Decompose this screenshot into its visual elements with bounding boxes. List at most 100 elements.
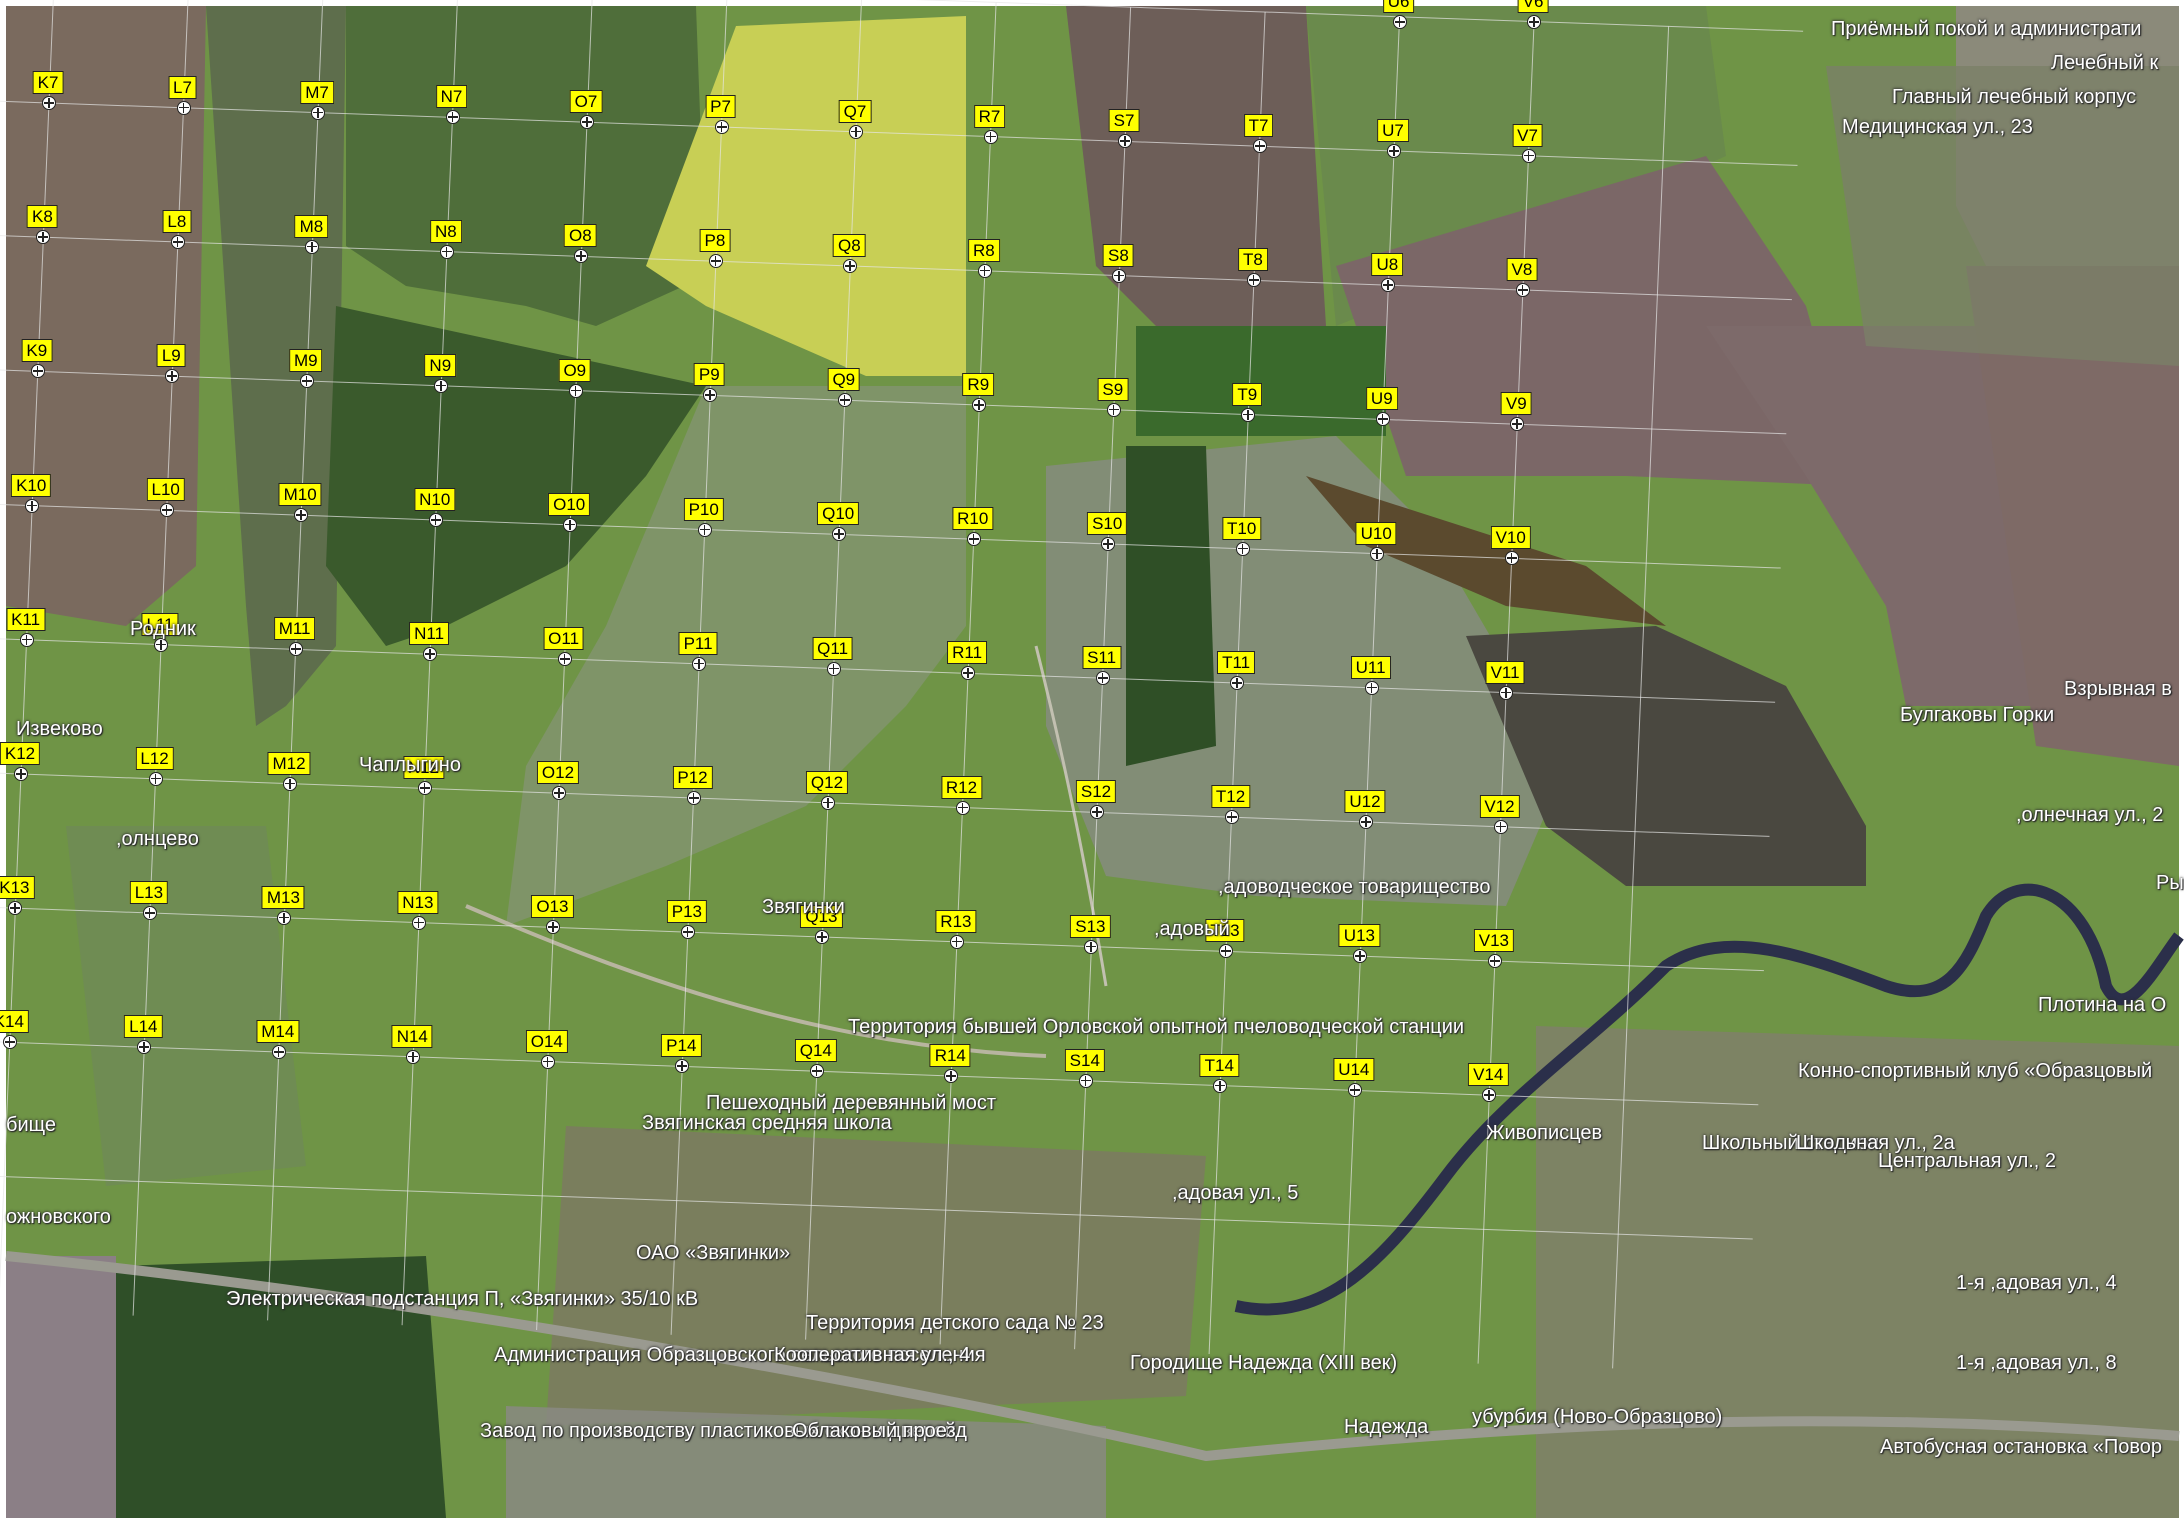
grid-marker-icon[interactable] bbox=[1101, 537, 1116, 551]
grid-marker-icon[interactable] bbox=[1118, 134, 1132, 149]
grid-marker-icon[interactable] bbox=[299, 374, 314, 388]
grid-marker-icon[interactable] bbox=[961, 666, 976, 681]
grid-marker-icon[interactable] bbox=[1106, 402, 1121, 417]
grid-marker-icon[interactable] bbox=[1364, 680, 1379, 695]
grid-marker-icon[interactable] bbox=[966, 532, 981, 547]
grid-marker-icon[interactable] bbox=[1353, 949, 1368, 964]
grid-marker-icon[interactable] bbox=[1515, 283, 1530, 297]
grid-marker-icon[interactable] bbox=[1224, 810, 1239, 825]
grid-marker-icon[interactable] bbox=[557, 652, 572, 666]
grid-marker-icon[interactable] bbox=[14, 767, 28, 781]
grid-marker-icon[interactable] bbox=[170, 235, 185, 249]
grid-marker-icon[interactable] bbox=[1084, 939, 1099, 954]
grid-marker-icon[interactable] bbox=[832, 527, 847, 542]
grid-marker-icon[interactable] bbox=[42, 96, 56, 110]
grid-marker-icon[interactable] bbox=[1375, 412, 1390, 427]
grid-marker-icon[interactable] bbox=[675, 1059, 690, 1074]
grid-marker-icon[interactable] bbox=[2, 1035, 17, 1050]
grid-marker-icon[interactable] bbox=[19, 632, 34, 647]
grid-marker-icon[interactable] bbox=[294, 508, 309, 523]
grid-marker-icon[interactable] bbox=[1504, 551, 1519, 566]
grid-marker-icon[interactable] bbox=[815, 930, 830, 944]
grid-marker-icon[interactable] bbox=[417, 781, 432, 796]
grid-marker-icon[interactable] bbox=[25, 498, 40, 513]
grid-marker-icon[interactable] bbox=[1482, 1088, 1497, 1103]
grid-marker-icon[interactable] bbox=[434, 378, 449, 393]
grid-marker-icon[interactable] bbox=[843, 259, 858, 273]
grid-marker-icon[interactable] bbox=[686, 791, 701, 805]
grid-cell-label-k9: K9 bbox=[21, 339, 53, 363]
grid-marker-icon[interactable] bbox=[821, 795, 835, 810]
grid-marker-icon[interactable] bbox=[703, 388, 718, 403]
grid-marker-icon[interactable] bbox=[1387, 144, 1401, 158]
grid-marker-icon[interactable] bbox=[423, 647, 438, 662]
grid-marker-icon[interactable] bbox=[1347, 1083, 1362, 1098]
grid-marker-icon[interactable] bbox=[580, 115, 594, 130]
grid-marker-icon[interactable] bbox=[1112, 268, 1127, 283]
grid-marker-icon[interactable] bbox=[154, 637, 169, 652]
grid-marker-icon[interactable] bbox=[271, 1045, 286, 1059]
grid-marker-icon[interactable] bbox=[849, 124, 863, 139]
grid-marker-icon[interactable] bbox=[411, 915, 426, 930]
grid-marker-icon[interactable] bbox=[159, 503, 174, 518]
grid-marker-icon[interactable] bbox=[1213, 1078, 1228, 1093]
grid-marker-icon[interactable] bbox=[540, 1054, 555, 1069]
grid-marker-icon[interactable] bbox=[1392, 15, 1407, 29]
grid-marker-icon[interactable] bbox=[983, 129, 998, 144]
grid-marker-icon[interactable] bbox=[1510, 417, 1525, 432]
grid-marker-icon[interactable] bbox=[1252, 139, 1267, 154]
grid-marker-icon[interactable] bbox=[1246, 273, 1261, 288]
grid-marker-icon[interactable] bbox=[1499, 685, 1514, 700]
grid-marker-icon[interactable] bbox=[837, 393, 852, 408]
grid-marker-icon[interactable] bbox=[972, 398, 987, 412]
grid-marker-icon[interactable] bbox=[8, 901, 23, 916]
grid-marker-icon[interactable] bbox=[30, 364, 45, 379]
grid-marker-icon[interactable] bbox=[1527, 15, 1542, 29]
grid-marker-icon[interactable] bbox=[1493, 819, 1508, 834]
grid-marker-icon[interactable] bbox=[552, 786, 566, 801]
grid-marker-icon[interactable] bbox=[305, 239, 320, 254]
grid-marker-icon[interactable] bbox=[568, 383, 583, 398]
grid-marker-icon[interactable] bbox=[142, 906, 157, 920]
grid-marker-icon[interactable] bbox=[311, 105, 325, 120]
grid-marker-icon[interactable] bbox=[1078, 1073, 1093, 1088]
grid-marker-icon[interactable] bbox=[546, 920, 561, 935]
grid-marker-icon[interactable] bbox=[955, 800, 970, 815]
grid-marker-icon[interactable] bbox=[826, 661, 841, 676]
grid-marker-icon[interactable] bbox=[1235, 541, 1250, 556]
grid-marker-icon[interactable] bbox=[977, 263, 992, 278]
grid-marker-icon[interactable] bbox=[1487, 954, 1502, 968]
grid-marker-icon[interactable] bbox=[1521, 148, 1536, 163]
grid-marker-icon[interactable] bbox=[148, 771, 163, 786]
grid-marker-icon[interactable] bbox=[1359, 815, 1373, 829]
grid-marker-icon[interactable] bbox=[288, 642, 303, 657]
grid-marker-icon[interactable] bbox=[439, 244, 454, 259]
grid-marker-icon[interactable] bbox=[406, 1049, 421, 1064]
grid-marker-icon[interactable] bbox=[949, 934, 964, 949]
grid-marker-icon[interactable] bbox=[283, 776, 297, 791]
grid-marker-icon[interactable] bbox=[697, 522, 712, 537]
grid-marker-icon[interactable] bbox=[574, 249, 589, 264]
grid-marker-icon[interactable] bbox=[680, 925, 695, 940]
grid-marker-icon[interactable] bbox=[1090, 805, 1104, 820]
grid-marker-icon[interactable] bbox=[137, 1040, 152, 1055]
grid-marker-icon[interactable] bbox=[1095, 671, 1110, 686]
grid-marker-icon[interactable] bbox=[944, 1069, 959, 1083]
grid-marker-icon[interactable] bbox=[1230, 676, 1245, 690]
grid-marker-icon[interactable] bbox=[165, 369, 180, 384]
grid-marker-icon[interactable] bbox=[563, 517, 578, 532]
grid-marker-icon[interactable] bbox=[1381, 278, 1396, 293]
grid-marker-icon[interactable] bbox=[692, 656, 707, 671]
grid-marker-icon[interactable] bbox=[708, 254, 723, 269]
grid-marker-icon[interactable] bbox=[809, 1064, 824, 1079]
grid-marker-icon[interactable] bbox=[1241, 407, 1256, 422]
grid-marker-icon[interactable] bbox=[714, 120, 729, 134]
grid-marker-icon[interactable] bbox=[1370, 546, 1385, 561]
grid-marker-icon[interactable] bbox=[176, 100, 191, 115]
grid-marker-icon[interactable] bbox=[428, 513, 443, 527]
grid-marker-icon[interactable] bbox=[1218, 944, 1233, 959]
grid-marker-icon[interactable] bbox=[277, 910, 292, 925]
grid-marker-icon[interactable] bbox=[445, 110, 460, 125]
grid-marker-icon[interactable] bbox=[36, 230, 51, 245]
